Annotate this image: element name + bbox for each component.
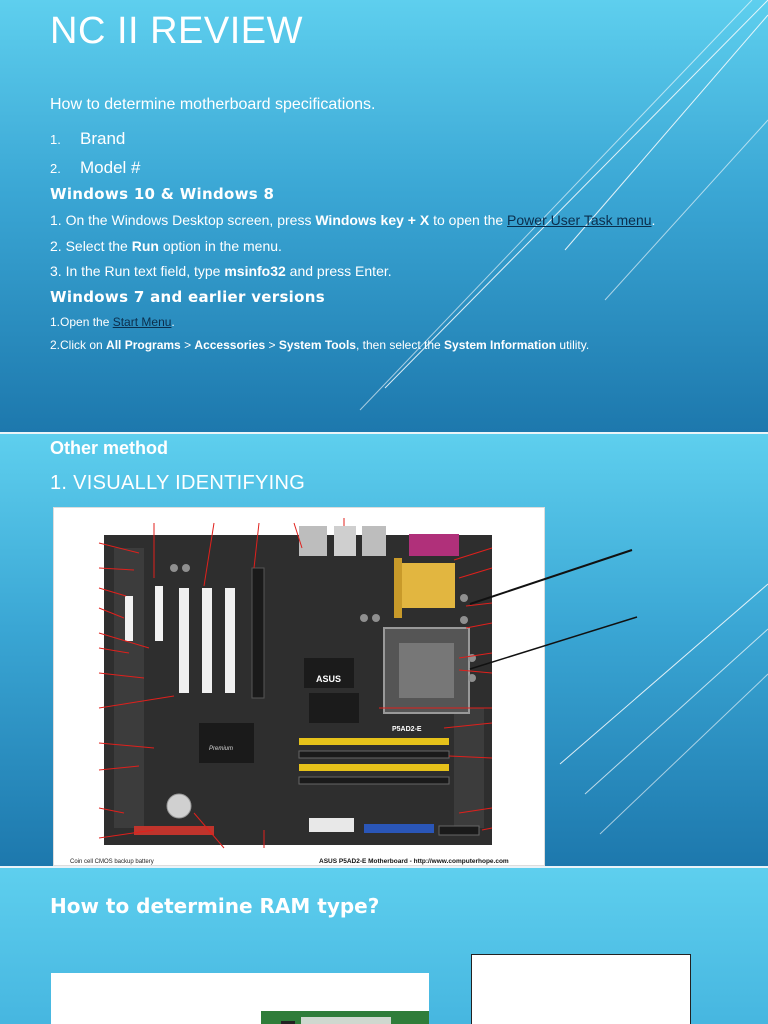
- list-text: Brand: [80, 129, 126, 148]
- slide-visual-identification: Other method 1. VISUALLY IDENTIFYING: [0, 434, 768, 866]
- step-text: 1.Open the: [50, 315, 113, 329]
- slide-ram-type: How to determine RAM type?: [0, 868, 768, 1024]
- slide-motherboard-specs: NC II Review How to determine motherboar…: [0, 0, 768, 432]
- windows10-heading: Windows 10 & Windows 8: [50, 185, 275, 203]
- win7-step-1: 1.Open the Start Menu.: [50, 315, 175, 329]
- list-number: 1.: [50, 132, 61, 147]
- brand-logo: ASUS: [316, 674, 341, 684]
- list-number: 2.: [50, 161, 61, 176]
- step-separator: >: [265, 338, 279, 352]
- list-item: 2. Model #: [50, 153, 140, 182]
- step-text: .: [651, 212, 656, 228]
- ram-info-box: [471, 954, 691, 1024]
- step-keyword: System Information: [444, 338, 557, 352]
- step-text: and press Enter.: [285, 263, 392, 279]
- start-menu-link[interactable]: Start Menu: [112, 315, 172, 329]
- step-keyword: msinfo32: [224, 263, 286, 279]
- step-text: utility.: [556, 338, 590, 352]
- step-text: option in the menu.: [158, 238, 282, 254]
- chip-label: Premium: [209, 746, 233, 752]
- step-text: 2. Select the: [50, 238, 132, 254]
- step-text: .: [171, 315, 175, 329]
- win7-step-2: 2.Click on All Programs > Accessories > …: [50, 338, 589, 352]
- win10-step-1: 1. On the Windows Desktop screen, press …: [50, 212, 655, 228]
- list-text: Model #: [80, 158, 141, 177]
- step-text: 1. On the Windows Desktop screen, press: [50, 212, 316, 228]
- ram-type-heading: How to determine RAM type?: [50, 894, 380, 918]
- step-text: , then select the: [355, 338, 445, 352]
- figure-caption: ASUS P5AD2-E Motherboard - http://www.co…: [319, 858, 509, 865]
- step-text: 3. In the Run text field, type: [50, 263, 225, 279]
- step-keyword: System Tools: [278, 338, 356, 352]
- power-user-menu-link[interactable]: Power User Task menu: [507, 212, 652, 228]
- spec-list: 1. Brand 2. Model #: [50, 124, 140, 182]
- other-method-heading: Other method: [50, 438, 169, 458]
- step-text: to open the: [429, 212, 508, 228]
- lead-text: How to determine motherboard specificati…: [50, 96, 376, 113]
- windows7-heading: Windows 7 and earlier versions: [50, 288, 325, 306]
- motherboard-diagram: ASUS Premium P5AD2-E: [53, 507, 545, 866]
- slide-title: NC II Review: [50, 10, 304, 52]
- step-keyword: Run: [131, 238, 159, 254]
- list-item: 1. Brand: [50, 124, 140, 153]
- win10-step-3: 3. In the Run text field, type msinfo32 …: [50, 263, 392, 279]
- ram-module-svg: [261, 1011, 429, 1024]
- label-cmos-battery: Coin cell CMOS backup battery: [70, 859, 154, 865]
- step-keyword: All Programs: [106, 338, 181, 352]
- step-keyword: Accessories: [194, 338, 266, 352]
- pointer-lines: [469, 549, 638, 670]
- board-model-label: P5AD2-E: [392, 726, 422, 733]
- step-separator: >: [180, 338, 195, 352]
- ram-module-image: [51, 973, 429, 1024]
- step-text: 2.Click on: [50, 338, 107, 352]
- step-keys: Windows key + X: [315, 212, 430, 228]
- win10-step-2: 2. Select the Run option in the menu.: [50, 238, 282, 254]
- motherboard-svg: ASUS Premium P5AD2-E: [54, 508, 544, 865]
- visual-identify-heading: 1. VISUALLY IDENTIFYING: [50, 472, 306, 494]
